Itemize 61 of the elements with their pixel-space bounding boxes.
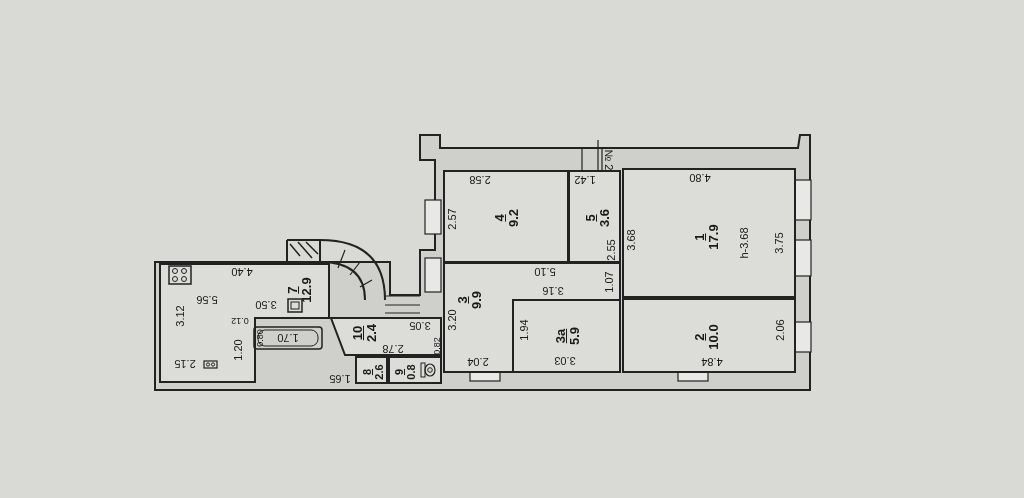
dimension-label: 2.55 <box>605 239 617 261</box>
room-number: 7 <box>286 285 300 296</box>
room-outline <box>330 316 442 356</box>
room-outline <box>443 262 621 373</box>
dimension-label: 3.12 <box>174 305 186 327</box>
room-outline <box>622 298 796 373</box>
dimension-label: h-3.68 <box>738 227 750 259</box>
dimension-label: 1.94 <box>518 319 530 341</box>
dimension-label: 3.20 <box>446 309 458 331</box>
dimension-label: № 2 <box>603 149 615 171</box>
room-number: 1 <box>693 232 707 243</box>
dimension-label: 1.20 <box>232 339 244 361</box>
room-area: 9.9 <box>470 290 484 310</box>
room-area: 10.0 <box>707 324 721 350</box>
dimension-label: 1.07 <box>603 271 615 293</box>
dimension-label: 3.68 <box>625 229 637 251</box>
room-outline <box>158 262 330 384</box>
dimension-label: 2.15 <box>174 358 196 370</box>
dimension-label: 2.57 <box>446 208 458 230</box>
room-outline <box>512 299 621 373</box>
dimension-label: 1.70 <box>277 332 299 344</box>
room-area: 0.8 <box>405 364 417 380</box>
room-number: 2 <box>693 332 707 343</box>
room-number: 3a <box>554 327 568 346</box>
room-area: 17.9 <box>707 224 721 250</box>
room-number: 5 <box>584 213 598 224</box>
dimension-label: 2.78 <box>382 343 404 355</box>
dimension-label: 2.06 <box>774 319 786 341</box>
room-number: 10 <box>351 324 365 343</box>
room-area: 3.6 <box>598 208 612 228</box>
room-number: 9 <box>393 367 405 378</box>
dimension-label: 3.16 <box>542 285 564 297</box>
room-number: 8 <box>361 367 373 378</box>
room-area: 12.9 <box>300 277 314 303</box>
room-area: 2.6 <box>373 364 385 380</box>
dimension-label: 2.58 <box>469 174 491 186</box>
dimension-label: 4.84 <box>701 356 723 368</box>
dimension-label: 4.40 <box>231 266 253 278</box>
room-area: 9.2 <box>507 208 521 228</box>
room-outline <box>355 356 388 384</box>
dimension-label: 1.65 <box>329 373 351 385</box>
room-outline <box>443 170 569 263</box>
room-outline <box>568 170 621 263</box>
room-number: 4 <box>493 213 507 224</box>
room-area: 2.4 <box>365 323 379 343</box>
dimension-label: 2.04 <box>467 356 489 368</box>
dimension-label: 4.80 <box>689 172 711 184</box>
room-outline <box>622 168 796 298</box>
dimension-label: 5.10 <box>534 266 556 278</box>
room-area: 5.9 <box>568 326 582 346</box>
room-number: 3 <box>456 295 470 306</box>
dimension-label: 3.75 <box>773 232 785 254</box>
dimension-label: 3.05 <box>409 320 431 332</box>
dimension-label: 0.82 <box>431 337 443 355</box>
dimension-label: 0.12 <box>231 315 249 327</box>
room-outline <box>388 356 442 384</box>
dimension-label: 5.56 <box>196 294 218 306</box>
dimension-label: 3.50 <box>255 299 277 311</box>
dimension-label: 3.03 <box>554 355 576 367</box>
dimension-label: 1.42 <box>574 174 596 186</box>
dimension-label: 0.80 <box>254 329 266 347</box>
